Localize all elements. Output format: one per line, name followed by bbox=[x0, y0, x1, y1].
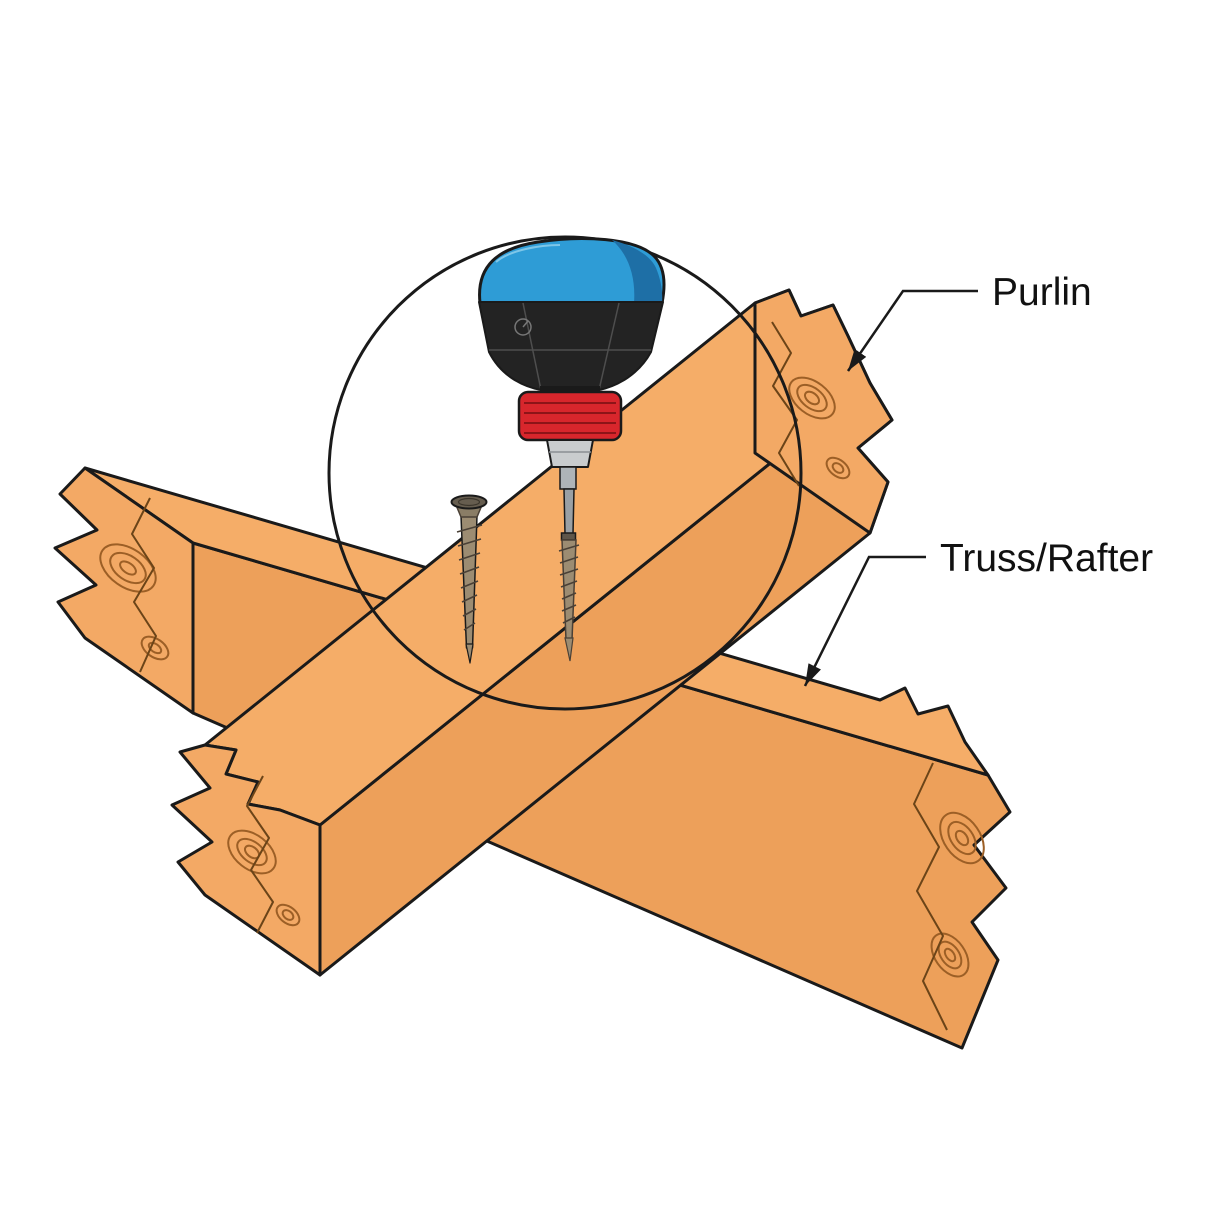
drill-highlight bbox=[495, 244, 561, 263]
truss-left-grain bbox=[99, 497, 170, 673]
loose-screw bbox=[450, 494, 488, 664]
driven-screw-threads bbox=[558, 544, 580, 624]
driven-screw-tip bbox=[564, 637, 574, 662]
drill-red-collar bbox=[517, 390, 623, 442]
purlin-left-grain bbox=[227, 775, 301, 934]
truss-leader-line bbox=[803, 555, 926, 687]
drill-bit-rod bbox=[563, 488, 575, 535]
truss-rafter-callout: Truss/Rafter bbox=[803, 537, 1153, 687]
drill-gear-housing bbox=[478, 301, 664, 391]
screw-tip bbox=[465, 643, 474, 664]
purlin-label: Purlin bbox=[992, 271, 1092, 314]
truss-left-broken-end bbox=[53, 466, 195, 715]
magnifier-circle bbox=[327, 235, 803, 711]
drill-blue-housing bbox=[478, 237, 666, 305]
purlin-right-grain bbox=[771, 321, 851, 487]
drill-blue-shade bbox=[612, 240, 663, 303]
driven-screw-collar bbox=[560, 532, 577, 541]
drill-driver bbox=[478, 237, 666, 662]
drill-housing-facets bbox=[489, 302, 651, 391]
drill-chuck bbox=[546, 439, 594, 468]
purlin-beam bbox=[170, 288, 894, 977]
truss-rafter-label: Truss/Rafter bbox=[940, 537, 1153, 580]
screw-head-slot bbox=[457, 497, 481, 507]
purlin-leader-line bbox=[846, 289, 978, 372]
drill-bit-hex bbox=[559, 466, 577, 490]
screw-head bbox=[450, 494, 488, 510]
purlin-callout: Purlin bbox=[846, 271, 1092, 372]
truss-right-grain bbox=[913, 762, 985, 1031]
driven-screw bbox=[558, 532, 580, 662]
screw-threads bbox=[456, 524, 483, 631]
